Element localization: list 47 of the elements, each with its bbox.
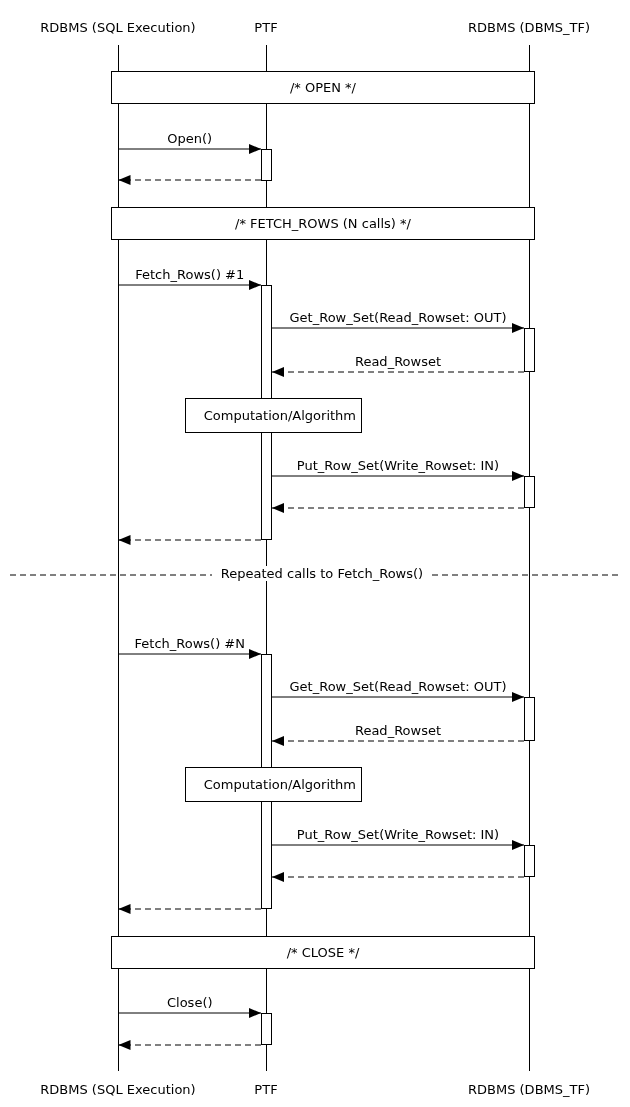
participant-label: RDBMS (SQL Execution): [40, 1081, 196, 1097]
return-arrow: [271, 872, 525, 882]
message-arrow: [271, 323, 525, 333]
activation-bar: [524, 328, 535, 372]
message-arrow: [118, 1008, 262, 1018]
return-arrow: [118, 535, 262, 545]
return-arrow: [118, 175, 262, 185]
participant-label: PTF: [254, 19, 278, 35]
message-arrow: [118, 649, 262, 659]
participant-label: RDBMS (DBMS_TF): [468, 19, 590, 35]
message-label: Get_Row_Set(Read_Rowset: OUT): [289, 679, 507, 694]
message-arrow: [118, 144, 262, 154]
fragment-box: [111, 71, 535, 104]
return-arrow: [271, 367, 525, 377]
return-arrow: [118, 1040, 262, 1050]
activation-bar: [261, 1013, 272, 1045]
fragment-box: [111, 207, 535, 240]
message-arrow: [271, 692, 525, 702]
activation-bar: [524, 476, 535, 508]
message-label: Put_Row_Set(Write_Rowset: IN): [296, 458, 500, 473]
return-arrow: [271, 503, 525, 513]
message-label: Read_Rowset: [354, 723, 442, 738]
activation-bar: [261, 149, 272, 181]
message-label: Fetch_Rows() #N: [134, 636, 245, 651]
participant-label: RDBMS (SQL Execution): [40, 19, 196, 35]
return-arrow: [271, 736, 525, 746]
message-arrow: [118, 280, 262, 290]
message-label: Fetch_Rows() #1: [135, 267, 245, 282]
fragment-box: [111, 936, 535, 969]
fragment-label: /* OPEN */: [289, 80, 356, 95]
participant-label: PTF: [254, 1081, 278, 1097]
message-arrow: [271, 840, 525, 850]
fragment-label: /* FETCH_ROWS (N calls) */: [235, 216, 411, 231]
note-text: Computation/Algorithm: [203, 777, 356, 792]
note-text: Computation/Algorithm: [203, 408, 356, 423]
fragment-label: /* CLOSE */: [286, 945, 360, 960]
activation-bar: [524, 845, 535, 877]
return-arrow: [118, 904, 262, 914]
message-label: Get_Row_Set(Read_Rowset: OUT): [289, 310, 507, 325]
message-arrow: [271, 471, 525, 481]
message-label: Open(): [167, 131, 213, 146]
participant-label: RDBMS (DBMS_TF): [468, 1081, 590, 1097]
message-label: Close(): [166, 995, 213, 1010]
message-label: Put_Row_Set(Write_Rowset: IN): [296, 827, 500, 842]
message-label: Read_Rowset: [354, 354, 442, 369]
activation-bar: [524, 697, 535, 741]
lifeline: [117, 45, 119, 1071]
